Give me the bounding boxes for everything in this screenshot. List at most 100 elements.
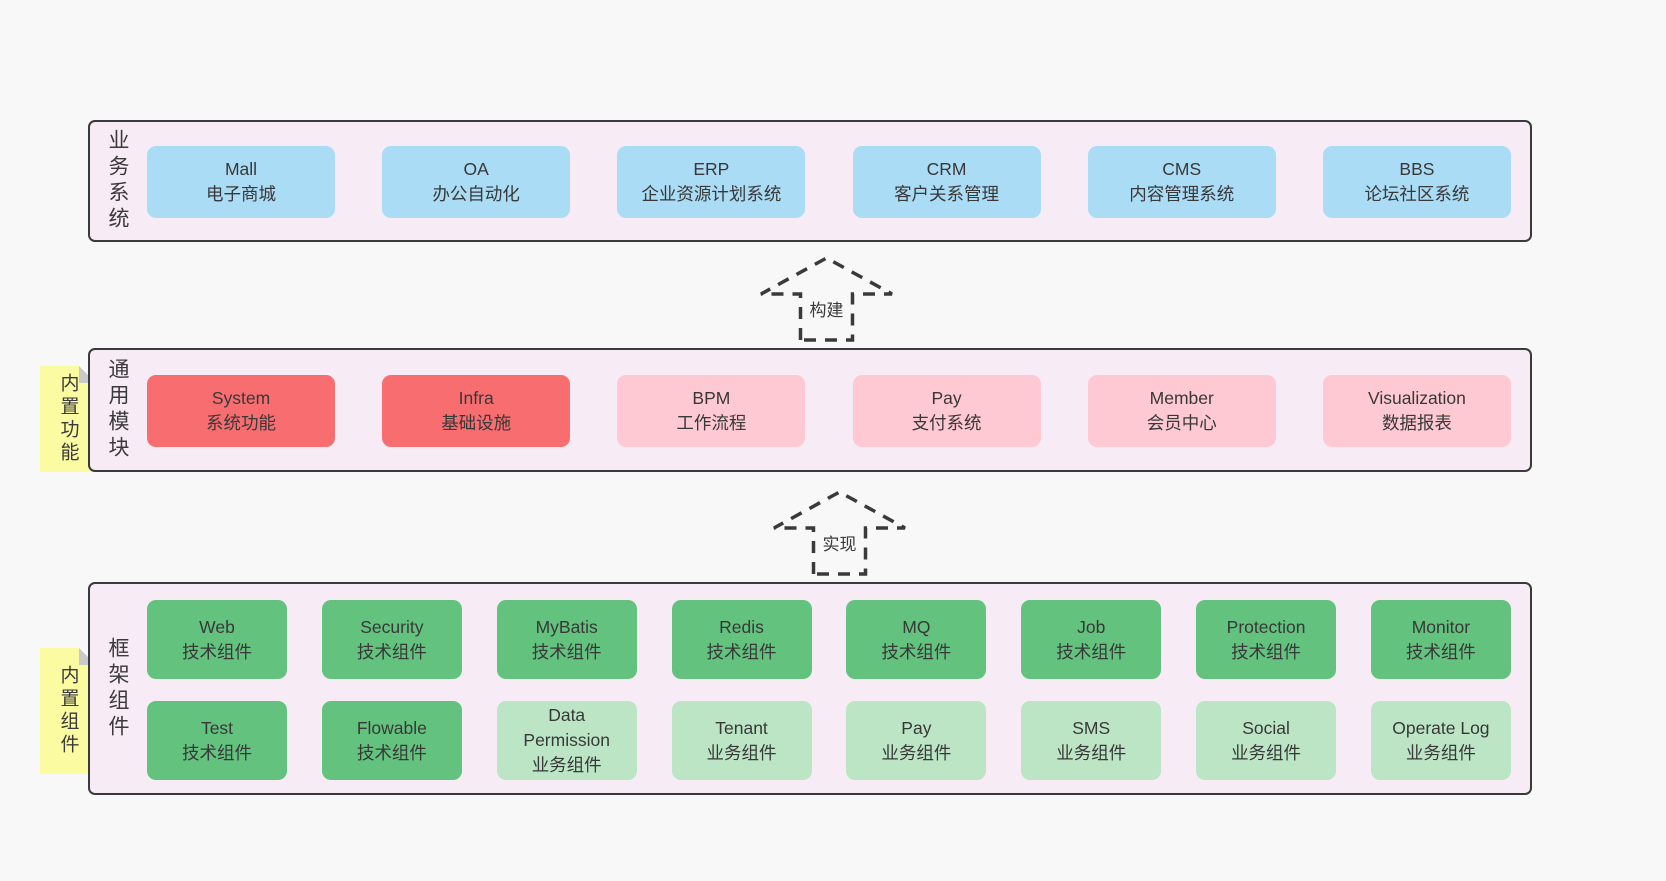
node-subtitle: 内容管理系统 — [1129, 184, 1235, 204]
node-subtitle: 会员中心 — [1146, 413, 1217, 433]
node-subtitle: 办公自动化 — [432, 184, 520, 204]
node-subtitle: 技术组件 — [881, 641, 952, 662]
node-title: Member — [1149, 388, 1214, 409]
node-subtitle: 技术组件 — [531, 641, 602, 662]
node-sms: SMS 业务组件 — [1021, 701, 1162, 780]
node-subtitle: 业务组件 — [706, 742, 777, 763]
arrow-build: 构建 — [758, 256, 895, 342]
node-title: Monitor — [1411, 616, 1471, 637]
node-title: Web — [199, 616, 235, 637]
node-infra: Infra 基础设施 — [382, 375, 571, 447]
node-title: Mall — [224, 159, 258, 180]
node-pay-component: Pay 业务组件 — [846, 701, 987, 780]
node-subtitle: 基础设施 — [441, 413, 512, 433]
framework-components-row-1: Web 技术组件 Security 技术组件 MyBatis 技术组件 Redi… — [147, 600, 1511, 679]
node-redis: Redis 技术组件 — [671, 600, 812, 679]
node-title: Job — [1077, 616, 1106, 637]
node-title: CRM — [926, 159, 967, 180]
node-subtitle: 客户关系管理 — [894, 184, 1000, 204]
node-title: Visualization — [1367, 388, 1466, 409]
node-visualization: Visualization 数据报表 — [1322, 375, 1511, 447]
node-title: Operate Log — [1392, 717, 1490, 738]
node-subtitle: 业务组件 — [1231, 742, 1302, 763]
node-title: Security — [360, 616, 424, 637]
node-system: System 系统功能 — [147, 375, 335, 447]
dashed-up-arrow-icon — [760, 256, 893, 342]
framework-components-row-2: Test 技术组件 Flowable 技术组件 Data Permission … — [147, 701, 1511, 780]
node-security: Security 技术组件 — [321, 600, 462, 679]
node-subtitle: 技术组件 — [1231, 641, 1302, 662]
sticky-note-label: 内置功能 — [57, 373, 79, 465]
node-web: Web 技术组件 — [147, 600, 287, 679]
node-subtitle: 技术组件 — [706, 641, 777, 662]
node-title: ERP — [693, 159, 730, 180]
node-subtitle: 业务组件 — [531, 754, 602, 775]
node-subtitle: 技术组件 — [356, 641, 427, 662]
node-mall: Mall 电子商城 — [147, 146, 335, 218]
node-title: Tenant — [715, 717, 768, 738]
node-crm: CRM 客户关系管理 — [852, 146, 1041, 218]
node-title: Infra — [458, 388, 494, 409]
node-flowable: Flowable 技术组件 — [321, 701, 462, 780]
node-bpm: BPM 工作流程 — [617, 375, 806, 447]
node-title: CMS — [1162, 159, 1202, 180]
node-erp: ERP 企业资源计划系统 — [617, 146, 806, 218]
node-subtitle: 论坛社区系统 — [1364, 184, 1470, 204]
node-subtitle: 系统功能 — [206, 413, 276, 433]
node-title: OA — [463, 159, 489, 180]
section-framework-components: 框架组件 Web 技术组件 Security 技术组件 MyBatis 技术组件… — [88, 582, 1532, 795]
node-bbs: BBS 论坛社区系统 — [1322, 146, 1511, 218]
node-title: BBS — [1399, 159, 1435, 180]
node-title: Data Permission — [523, 705, 610, 751]
node-social: Social 业务组件 — [1196, 701, 1337, 780]
node-test: Test 技术组件 — [147, 701, 287, 780]
node-subtitle: 业务组件 — [1405, 742, 1476, 763]
node-data-permission: Data Permission 业务组件 — [496, 701, 637, 780]
node-subtitle: 电子商城 — [206, 184, 276, 204]
section-label: 通用模块 — [106, 358, 129, 462]
sticky-note-label: 内置组件 — [57, 665, 79, 757]
node-subtitle: 数据报表 — [1381, 413, 1452, 433]
node-operate-log: Operate Log 业务组件 — [1370, 701, 1511, 780]
node-title: MQ — [902, 616, 931, 637]
node-subtitle: 技术组件 — [356, 742, 427, 763]
node-subtitle: 技术组件 — [182, 742, 252, 763]
node-subtitle: 技术组件 — [182, 641, 252, 662]
node-title: System — [211, 388, 271, 409]
node-title: Flowable — [356, 717, 427, 738]
node-pay-system: Pay 支付系统 — [852, 375, 1041, 447]
node-title: MyBatis — [535, 616, 598, 637]
node-title: Social — [1242, 717, 1290, 738]
section-common-modules: 通用模块 System 系统功能 Infra 基础设施 BPM 工作流程 Pay… — [88, 348, 1532, 472]
node-subtitle: 支付系统 — [911, 413, 982, 433]
node-subtitle: 技术组件 — [1056, 641, 1127, 662]
node-subtitle: 工作流程 — [676, 413, 747, 433]
node-oa: OA 办公自动化 — [382, 146, 571, 218]
common-modules-row: System 系统功能 Infra 基础设施 BPM 工作流程 Pay 支付系统… — [147, 375, 1511, 447]
node-title: SMS — [1072, 717, 1111, 738]
node-job: Job 技术组件 — [1021, 600, 1162, 679]
node-member: Member 会员中心 — [1087, 375, 1276, 447]
node-title: Pay — [901, 717, 932, 738]
node-monitor: Monitor 技术组件 — [1370, 600, 1511, 679]
business-systems-row: Mall 电子商城 OA 办公自动化 ERP 企业资源计划系统 CRM 客户关系… — [147, 146, 1511, 218]
node-title: Redis — [719, 616, 764, 637]
node-mq: MQ 技术组件 — [846, 600, 987, 679]
node-protection: Protection 技术组件 — [1196, 600, 1337, 679]
arrow-implement: 实现 — [771, 490, 908, 576]
section-label: 框架组件 — [106, 636, 129, 741]
node-title: Test — [200, 717, 234, 738]
section-label: 业务系统 — [106, 129, 129, 233]
node-title: Protection — [1226, 616, 1306, 637]
node-subtitle: 业务组件 — [881, 742, 952, 763]
node-mybatis: MyBatis 技术组件 — [496, 600, 637, 679]
section-business-systems: 业务系统 Mall 电子商城 OA 办公自动化 ERP 企业资源计划系统 CRM… — [88, 120, 1532, 242]
dashed-up-arrow-icon — [773, 490, 906, 576]
node-cms: CMS 内容管理系统 — [1087, 146, 1276, 218]
node-tenant: Tenant 业务组件 — [671, 701, 812, 780]
node-subtitle: 企业资源计划系统 — [641, 184, 782, 204]
arrow-build-label: 构建 — [806, 296, 847, 321]
node-title: Pay — [931, 388, 962, 409]
node-subtitle: 技术组件 — [1405, 641, 1476, 662]
